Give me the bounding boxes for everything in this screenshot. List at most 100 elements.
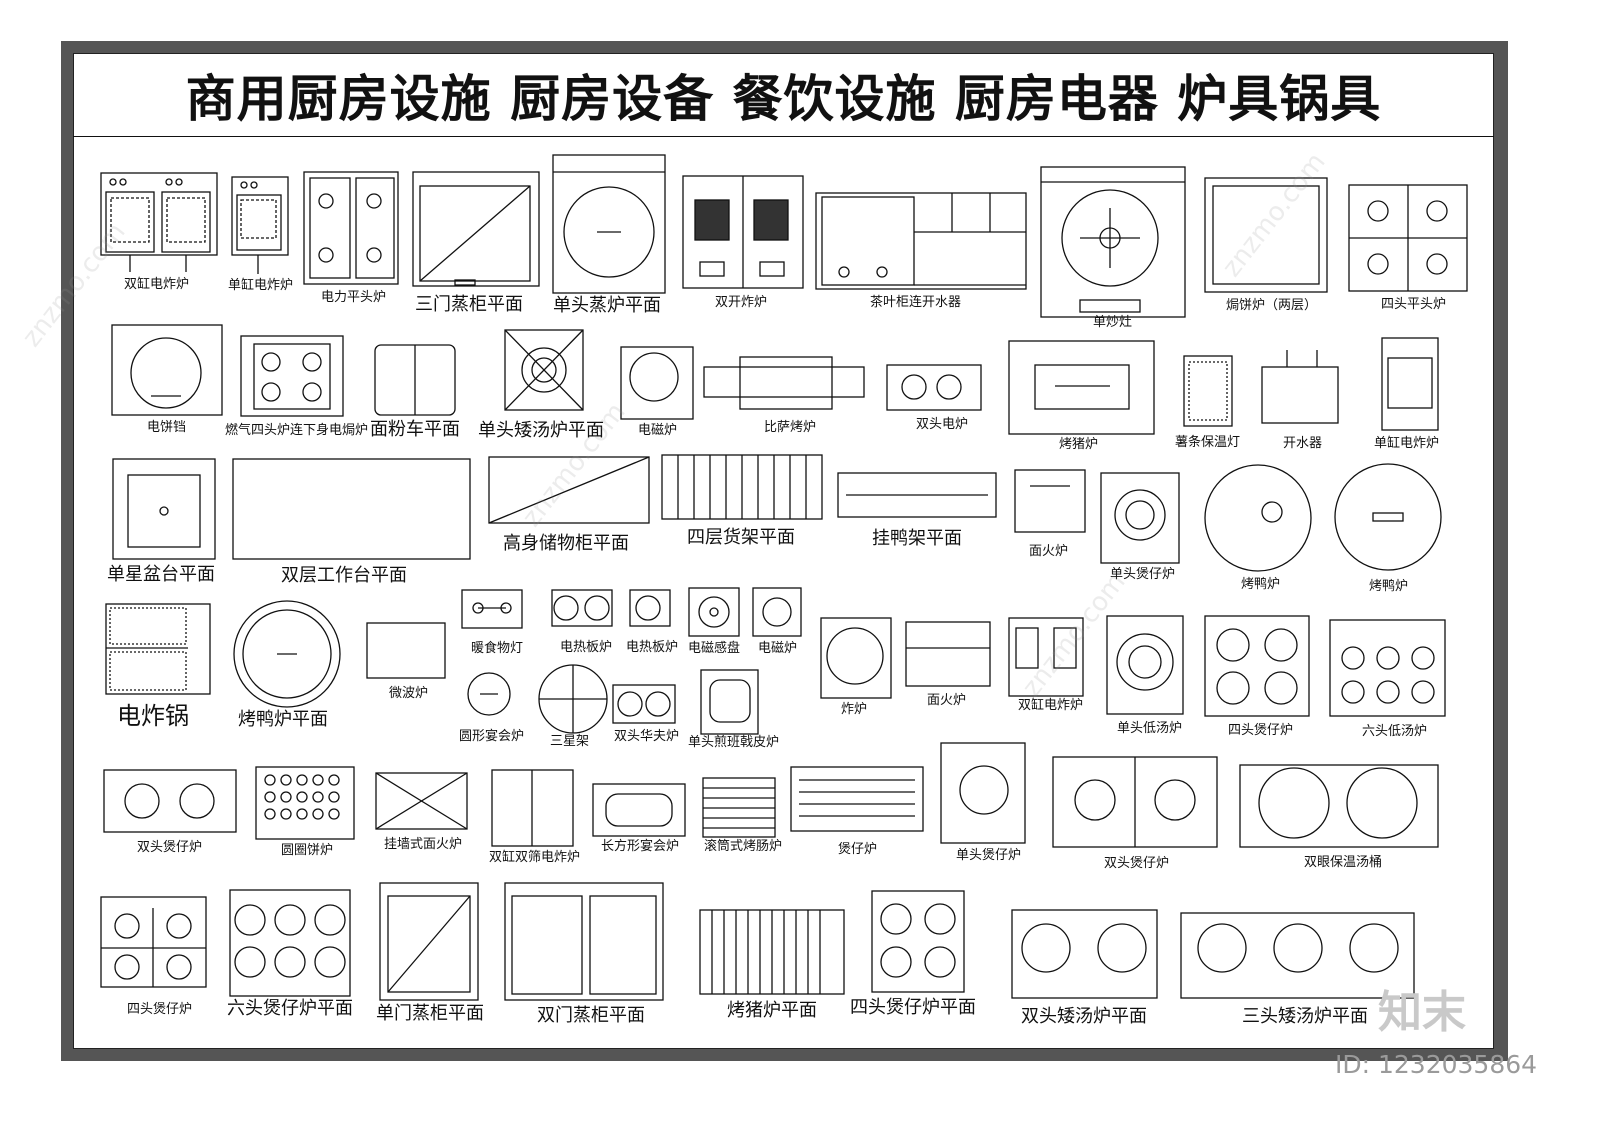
single-low-soup-symbol	[504, 329, 584, 411]
label-four-shelf: 四层货架平面	[687, 527, 795, 548]
electric-wok-symbol	[105, 603, 211, 695]
title-bar: 商用厨房设施 厨房设备 餐饮设施 厨房电器 炉具锅具	[73, 53, 1494, 137]
label-induction-2: 电磁炉	[758, 641, 798, 656]
double-claypot-symbol	[103, 769, 237, 833]
label-tall-cabinet: 高身储物柜平面	[503, 533, 629, 554]
claypot-stove-symbol	[790, 766, 924, 832]
double-fryer-symbol	[100, 172, 218, 272]
gas-four-head-oven-symbol	[240, 335, 344, 417]
label-three-door-steamer: 三门蒸柜平面	[415, 294, 523, 315]
label-four-head-flat: 四头平头炉	[1381, 297, 1447, 312]
label-round-cake: 圆圈饼炉	[281, 843, 334, 858]
hotplate-2-symbol	[629, 589, 671, 627]
label-induction-disc: 电磁感盘	[688, 641, 741, 656]
double-open-fryer-symbol	[682, 175, 804, 289]
label-hotplate-1: 电热板炉	[560, 640, 613, 655]
single-claypot-2-symbol	[940, 742, 1026, 844]
three-door-steamer-symbol	[412, 171, 540, 287]
label-single-claypot-2: 单头煲仔炉	[956, 848, 1022, 863]
label-water-boiler: 开水器	[1283, 436, 1323, 451]
double-soup-warmer-symbol	[1239, 764, 1439, 848]
three-star-symbol	[538, 664, 608, 734]
label-pizza-oven: 比萨烤炉	[764, 420, 817, 435]
label-induction: 电磁炉	[638, 423, 678, 438]
watermark-logo: 知末	[1378, 987, 1466, 1038]
four-claypot-plan-symbol	[871, 890, 965, 993]
label-pig-roaster: 烤猪炉	[1059, 437, 1099, 452]
label-duck-rack: 挂鸭架平面	[872, 528, 962, 549]
griddle-symbol	[700, 669, 759, 735]
label-electric-flat-stove: 电力平头炉	[321, 290, 387, 305]
watermark-id: ID: 1232035864	[1335, 1050, 1538, 1079]
label-salamander-2: 面火炉	[927, 693, 967, 708]
label-single-claypot: 单头煲仔炉	[1110, 567, 1176, 582]
single-door-steamer-symbol	[379, 882, 479, 1001]
page-title: 商用厨房设施 厨房设备 餐饮设施 厨房电器 炉具锅具	[185, 69, 1382, 128]
duck-rack-symbol	[837, 472, 997, 518]
label-four-claypot-plan: 四头煲仔炉平面	[850, 997, 976, 1018]
label-double-claypot: 双头煲仔炉	[137, 840, 203, 855]
label-warm-lamp: 暖食物灯	[471, 641, 524, 656]
duck-roaster-plan-symbol	[233, 600, 341, 708]
label-griddle: 单头煎班戟皮炉	[688, 735, 780, 750]
label-double-door-steamer: 双门蒸柜平面	[537, 1005, 645, 1026]
label-double-claypot-2: 双头煲仔炉	[1104, 856, 1170, 871]
double-door-steamer-symbol	[504, 882, 664, 1001]
rect-banquet-symbol	[592, 783, 686, 837]
hotplate-1-symbol	[551, 589, 613, 627]
label-single-low-soup-2: 单头低汤炉	[1117, 721, 1183, 736]
label-four-claypot: 四头煲仔炉	[1228, 723, 1294, 738]
label-double-hua: 双头华夫炉	[614, 729, 680, 744]
label-double-low-soup-plan: 双头矮汤炉平面	[1021, 1006, 1147, 1027]
round-cake-symbol	[255, 766, 355, 840]
fry-stove-symbol	[820, 617, 892, 699]
single-steam-stove-symbol	[552, 154, 666, 294]
pancake-pan-symbol	[111, 324, 223, 416]
flour-cart-symbol	[374, 344, 456, 416]
label-pig-roaster-plan: 烤猪炉平面	[727, 1000, 817, 1021]
water-boiler-symbol	[1261, 350, 1339, 424]
label-single-sink: 单星盆台平面	[107, 564, 215, 585]
microwave-symbol	[366, 622, 446, 679]
label-wall-salamander: 挂墙式面火炉	[384, 837, 463, 852]
label-double-open-fryer: 双开炸炉	[715, 295, 768, 310]
four-claypot-2-symbol	[100, 896, 207, 988]
duck-roaster-2-symbol	[1334, 463, 1442, 571]
label-hotplate-2: 电热板炉	[626, 640, 679, 655]
label-single-wok: 单炒灶	[1093, 315, 1133, 330]
label-tea-cabinet: 茶叶柜连开水器	[870, 295, 962, 310]
double-hua-symbol	[612, 684, 676, 724]
duck-roaster-symbol	[1204, 464, 1312, 572]
induction-2-symbol	[752, 587, 802, 637]
label-electric-wok: 电炸锅	[117, 702, 189, 730]
label-salamander: 面火炉	[1029, 544, 1069, 559]
label-six-claypot-plan: 六头煲仔炉平面	[227, 998, 353, 1019]
label-round-banquet: 圆形宴会炉	[459, 729, 525, 744]
label-double-soup-warmer: 双眼保温汤桶	[1304, 855, 1383, 870]
single-low-soup-2-symbol	[1106, 615, 1184, 715]
double-electric-symbol	[886, 364, 982, 411]
label-six-low-soup: 六头低汤炉	[1362, 724, 1428, 739]
label-double-electric: 双头电炉	[916, 417, 969, 432]
salamander-2-symbol	[905, 621, 991, 687]
electric-flat-stove-symbol	[303, 171, 399, 285]
double-fryer-2-symbol	[1008, 617, 1084, 697]
tall-cabinet-symbol	[488, 456, 650, 524]
six-claypot-plan-symbol	[229, 889, 351, 997]
roller-grill-symbol	[702, 777, 776, 838]
single-sink-symbol	[112, 458, 216, 560]
label-double-fryer: 双缸电炸炉	[124, 277, 190, 292]
single-fryer-2-symbol	[1381, 337, 1439, 431]
label-baking-oven: 焗饼炉（两层）	[1226, 298, 1318, 313]
label-four-claypot-2: 四头煲仔炉	[127, 1002, 193, 1017]
label-flour-cart: 面粉车平面	[370, 419, 460, 440]
double-sieve-fryer-symbol	[491, 769, 574, 847]
label-gas-four-head: 燃气四头炉连下身电焗炉	[225, 423, 369, 438]
induction-symbol	[620, 346, 694, 420]
baking-oven-symbol	[1204, 177, 1328, 293]
label-claypot-stove: 煲仔炉	[838, 842, 878, 857]
fries-warmer-symbol	[1183, 355, 1233, 427]
single-fryer-symbol	[231, 176, 289, 274]
label-double-sieve-fryer: 双缸双筛电炸炉	[489, 850, 581, 865]
